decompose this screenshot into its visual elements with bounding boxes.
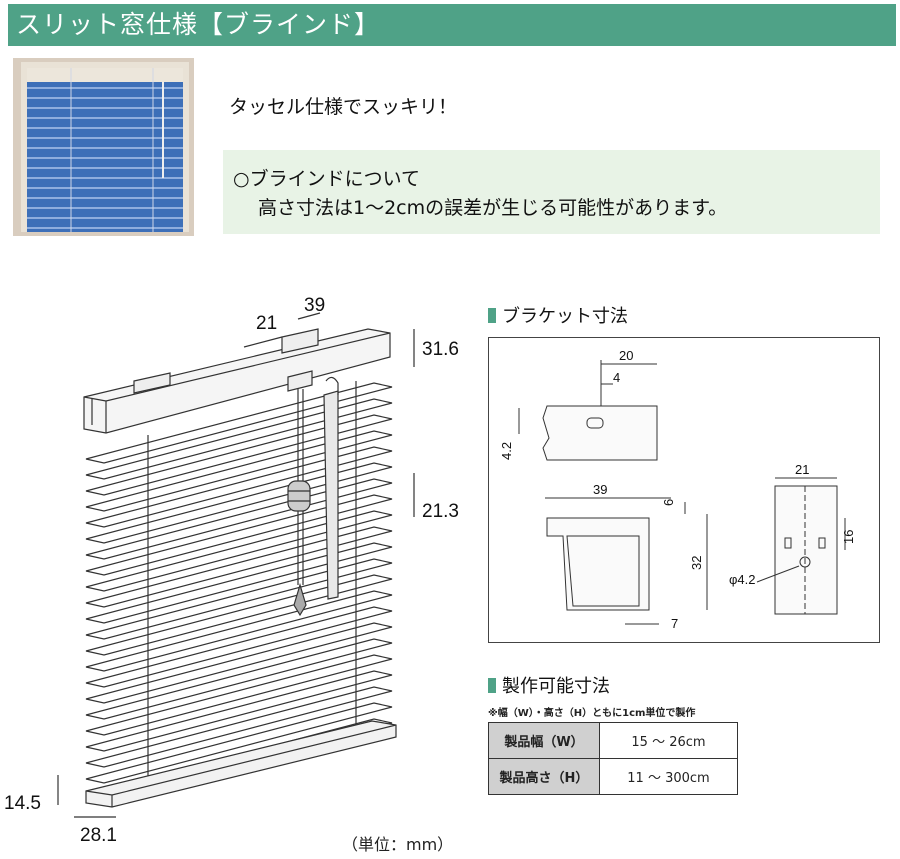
header-bar	[8, 4, 896, 46]
bracket-diagram: 20 4 4.2 39 6 32 7 21 16 φ4.2	[499, 348, 856, 631]
section-marker	[488, 308, 496, 323]
diagram-slat	[85, 462, 393, 544]
spec-table: 製品幅（W） 15 ～ 26cm 製品高さ（H） 11 ～ 300cm	[488, 722, 738, 795]
tagline: タッセル仕様でスッキリ！	[229, 96, 458, 118]
diagram-slat	[85, 590, 393, 672]
spec-value-height: 11 ～ 300cm	[599, 758, 738, 795]
spec-note: ※幅（W）・高さ（H）ともに1cm単位で製作	[488, 708, 696, 719]
bracket-dim-32: 32	[689, 556, 704, 570]
dim-14-5: 14.5	[4, 793, 41, 814]
bracket-dim-21: 21	[795, 462, 809, 477]
dim-31-6: 31.6	[422, 339, 459, 360]
table-row: 製品高さ（H） 11 ～ 300cm	[488, 758, 738, 795]
spec-label-height: 製品高さ（H）	[488, 758, 600, 795]
diagram-slat	[85, 510, 393, 592]
diagram-slat	[85, 526, 393, 608]
bracket-dim-16: 16	[841, 530, 856, 544]
unit-label: （単位：mm）	[342, 835, 454, 854]
diagram-slat	[85, 606, 393, 688]
table-row: 製品幅（W） 15 ～ 26cm	[488, 722, 738, 759]
page-title: スリット窓仕様【ブラインド】	[16, 10, 381, 39]
diagram-slat	[85, 382, 393, 464]
diagram-slat	[85, 622, 393, 704]
spec-value-width: 15 ～ 26cm	[599, 722, 738, 759]
diagram-slat	[85, 446, 393, 528]
dim-39: 39	[304, 295, 325, 316]
dim-28-1: 28.1	[80, 825, 117, 846]
bracket-dim-39: 39	[593, 482, 607, 497]
bracket-title-text: ブラケット寸法	[502, 306, 628, 327]
diagram-slat	[85, 398, 393, 480]
dim-21-3: 21.3	[422, 501, 459, 522]
note-body: 高さ寸法は1～2cmの誤差が生じる可能性があります。	[258, 197, 728, 219]
blind-diagram: 21 39 31.6 21.3 14.5 28.1	[4, 295, 459, 846]
bracket-diagram-box: 20 4 4.2 39 6 32 7 21 16 φ4.2	[488, 337, 880, 643]
diagram-slat	[85, 686, 393, 768]
diagram-slat	[85, 574, 393, 656]
blind-photo-image	[13, 58, 194, 236]
diagram-slat	[85, 494, 393, 576]
diagram-slat	[85, 702, 393, 784]
diagram-slat	[85, 414, 393, 496]
spec-label-width: 製品幅（W）	[488, 722, 600, 759]
bracket-dim-4-2: 4.2	[499, 442, 514, 460]
dim-21: 21	[256, 313, 277, 334]
diagram-slat	[85, 542, 393, 624]
bracket-section-title: ブラケット寸法	[488, 302, 628, 328]
note-heading: ○ブラインドについて	[233, 168, 421, 190]
diagram-slat	[85, 430, 393, 512]
spec-section-title: 製作可能寸法	[488, 672, 610, 698]
blind-photo	[13, 58, 194, 236]
diagram-slat	[85, 638, 393, 720]
section-marker	[488, 678, 496, 693]
diagram-slat	[85, 478, 393, 560]
bracket-dim-20: 20	[619, 348, 633, 363]
diagram-slat	[85, 558, 393, 640]
bracket-dim-7: 7	[671, 616, 678, 631]
bracket-dim-phi: φ4.2	[729, 572, 756, 587]
diagram-slat	[85, 670, 393, 752]
spec-title-text: 製作可能寸法	[502, 676, 610, 697]
bracket-dim-6: 6	[661, 499, 676, 506]
bracket-dim-4: 4	[613, 370, 620, 385]
diagram-slat	[85, 654, 393, 736]
note-box	[223, 150, 880, 234]
